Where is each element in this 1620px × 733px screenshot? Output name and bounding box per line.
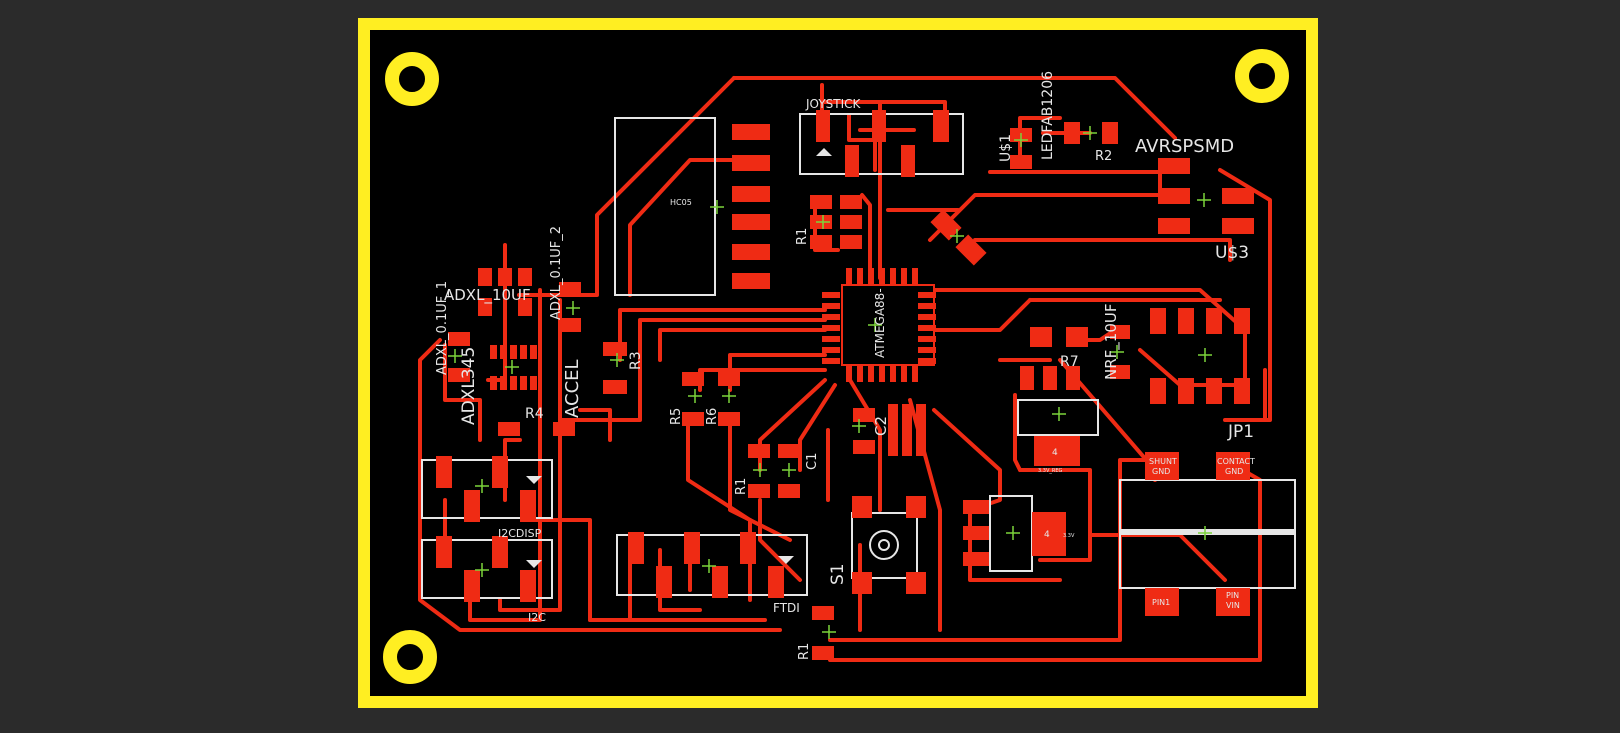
label-pad4-b: 4 [1044,530,1050,540]
label-atmega: ATMEGA88- [873,288,887,358]
label-nrf: NRF_10UF [1102,304,1121,380]
origin-markers [448,126,1212,639]
label-r5: R5 [669,408,684,425]
label-shunt-gnd: GND [1152,467,1170,476]
label-r6: R6 [705,408,720,425]
label-c1: C1 [805,453,820,470]
label-ftdi: FTDI [773,601,800,615]
label-shunt: SHUNT [1149,457,1177,466]
smd-pads [436,110,1254,660]
label-small-b: 3.3V [1063,533,1075,539]
i2c-marker-icon [526,560,542,568]
label-accel: ACCEL [562,359,583,418]
joystick-marker-icon [816,148,832,156]
label-u1: U$1 [998,134,1014,162]
label-r1-lower: R1 [797,643,812,660]
label-adxl-1: ADXL_0.1UF_1 [435,281,450,375]
label-hc05: HC05 [670,198,692,207]
label-adxl-10uf: ADXL_10UF [444,286,531,305]
ftdi-marker-icon [778,556,794,564]
label-i2cdisp: I2CDISP [498,527,542,540]
label-adxl-2: ADXL_0.1UF_2 [549,226,564,320]
label-pin: PIN [1226,591,1239,600]
label-avrspsmd: AVRSPSMD [1135,136,1234,157]
label-i2c: I2C [528,611,546,624]
label-small-a: 3.3V_REG [1038,468,1063,474]
label-s1: S1 [828,563,848,585]
label-pin1: PIN1 [1152,598,1170,607]
label-contact-gnd: GND [1225,467,1243,476]
label-r3: R3 [628,351,644,370]
mounting-hole [385,52,439,106]
label-adxl-main: ADXL345 [459,347,479,425]
mounting-hole [383,630,437,684]
label-vin: VIN [1226,601,1240,610]
label-jp1: JP1 [1227,422,1254,442]
mounting-hole [1235,49,1289,103]
label-r1-top: R1 [795,228,810,245]
atmega-pads [822,268,936,382]
label-u3: U$3 [1215,243,1249,263]
label-pad4-a: 4 [1052,448,1058,458]
label-r2: R2 [1095,149,1112,164]
label-joystick: JOYSTICK [805,97,862,111]
label-contact: CONTACT [1217,457,1255,466]
label-r1-bottom: R1 [734,478,749,495]
label-c2: C2 [872,416,890,436]
label-r7: R7 [1060,354,1079,370]
label-r4: R4 [525,406,544,422]
label-led: LEDFAB1206 [1040,71,1056,160]
jack-stripe [1120,529,1295,535]
i2cdisp-marker-icon [526,476,542,484]
